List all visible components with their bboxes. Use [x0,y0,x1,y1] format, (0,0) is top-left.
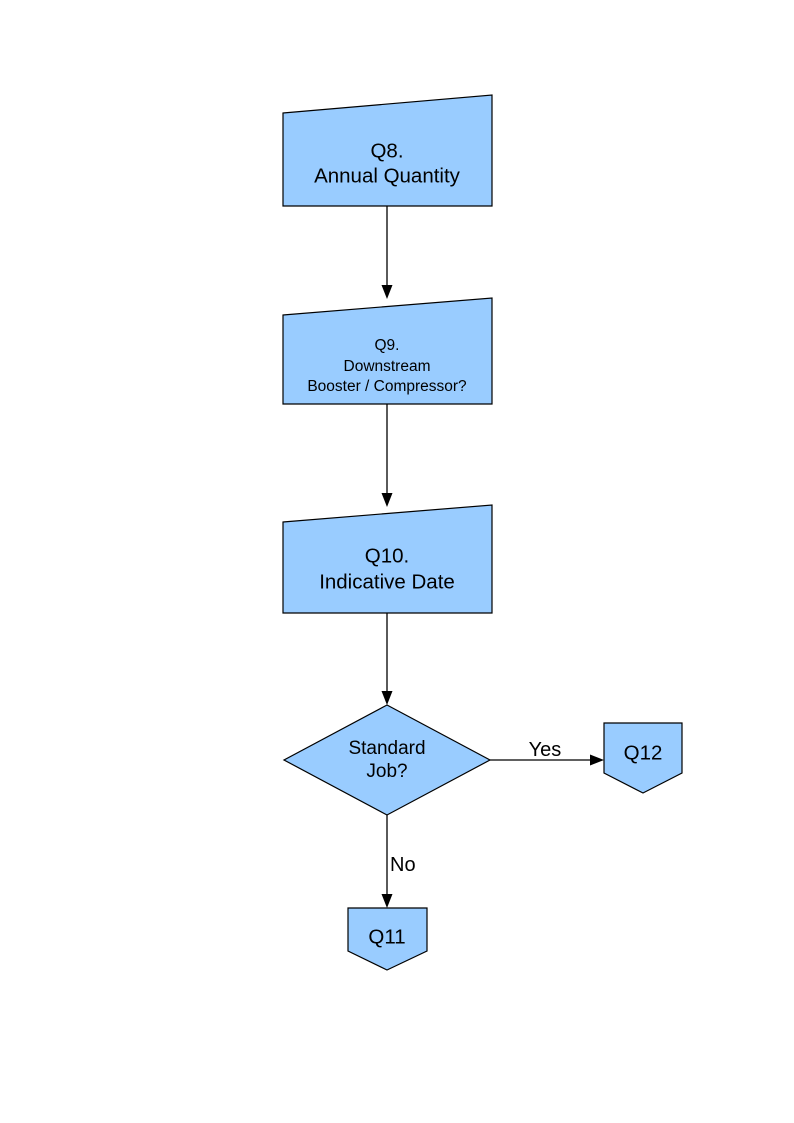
edge-q8-to-q9 [381,206,393,299]
q8-text-line2: Annual Quantity [314,164,461,187]
decision-diamond-shape [282,704,492,816]
edge-decision-to-q11 [381,815,393,908]
q8-shape [282,94,493,207]
node-q8[interactable]: Q8. Annual Quantity [282,94,493,207]
q10-shape [282,504,493,614]
q8-text-line1: Q8. [370,139,403,162]
q9-text-line1: Q9. [375,337,400,354]
decision-text-line1: Standard [348,738,425,759]
q12-shape [603,722,683,794]
edge-decision-to-q12 [490,754,604,766]
q9-text-line2: Downstream [344,358,431,375]
q11-label: Q11 [368,925,405,948]
edge-label-yes: Yes [529,739,562,761]
q9-shape [282,297,493,405]
edge-label-no: No [390,854,416,876]
decision-text-line2: Job? [366,761,407,782]
q9-text-line3: Booster / Compressor? [307,378,467,395]
q11-shape [347,907,428,971]
edge-q10-to-decision [381,613,393,705]
node-decision-standard-job[interactable]: Standard Job? [282,704,492,816]
node-q12[interactable]: Q12 [603,722,683,794]
q12-label: Q12 [624,741,663,764]
q10-text-line1: Q10. [365,544,409,567]
node-q10[interactable]: Q10. Indicative Date [282,504,493,614]
node-q11[interactable]: Q11 [347,907,428,971]
node-q9[interactable]: Q9. Downstream Booster / Compressor? [282,297,493,405]
q10-text-line2: Indicative Date [319,570,455,593]
edge-q9-to-q10 [381,404,393,507]
